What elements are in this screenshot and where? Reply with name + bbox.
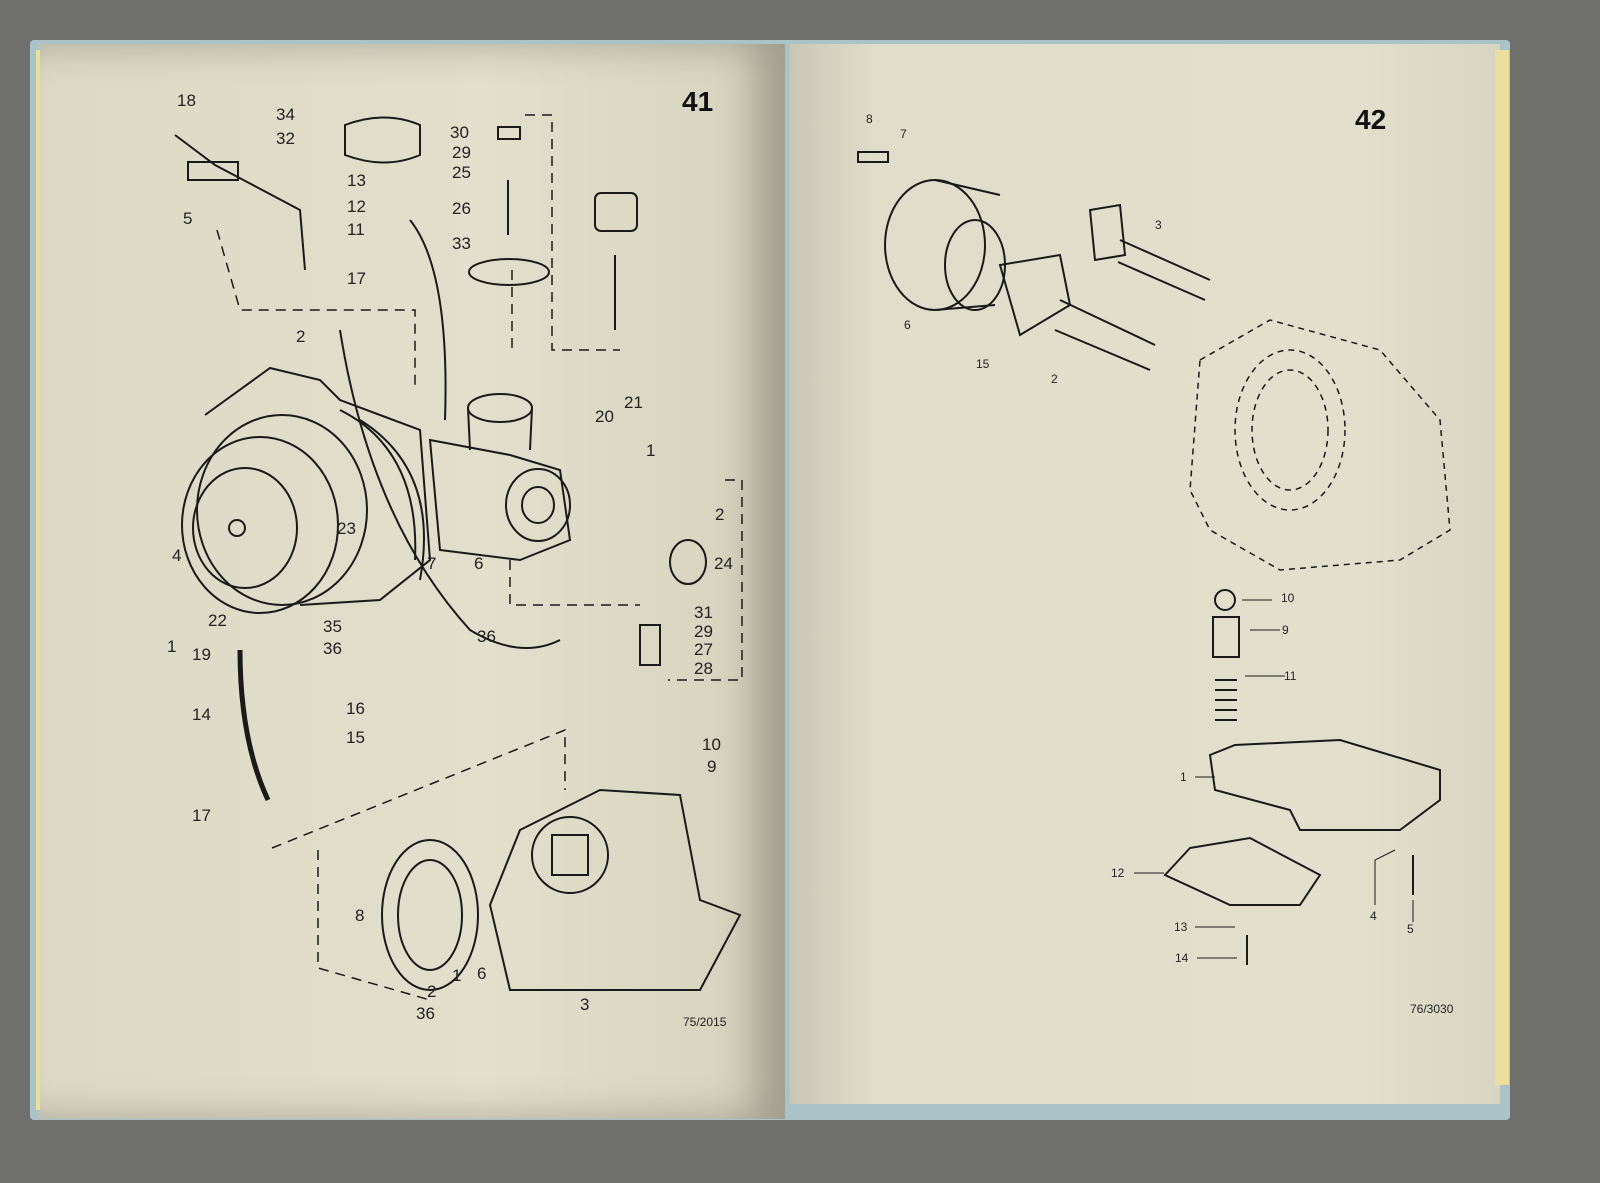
part-callout-left: 1 bbox=[167, 637, 177, 656]
part-callout-right: 6 bbox=[904, 318, 911, 332]
part-callout-left: 2 bbox=[296, 327, 306, 346]
part-callout-left: 24 bbox=[714, 554, 733, 573]
part-callout-right: 15 bbox=[976, 357, 990, 371]
part-callout-left: 36 bbox=[477, 627, 496, 646]
part-callout-right: 7 bbox=[900, 127, 907, 141]
part-callout-left: 27 bbox=[694, 640, 713, 659]
page-edge-right bbox=[1495, 50, 1509, 1085]
part-callout-right: 5 bbox=[1407, 922, 1414, 936]
part-callout-left: 32 bbox=[276, 129, 295, 148]
part-callout-left: 23 bbox=[337, 519, 356, 538]
part-callout-left: 29 bbox=[694, 622, 713, 641]
part-callout-left: 19 bbox=[192, 645, 211, 664]
right-page bbox=[790, 44, 1500, 1104]
part-callout-left: 13 bbox=[347, 171, 366, 190]
part-callout-right: 14 bbox=[1175, 951, 1189, 965]
pump-assembly-drawing bbox=[857, 151, 1211, 371]
part-callout-left: 1 bbox=[452, 966, 462, 985]
part-callout-left: 20 bbox=[595, 407, 614, 426]
dashed-leader-lines bbox=[216, 114, 743, 1001]
part-callout-right: 12 bbox=[1111, 866, 1125, 880]
part-callout-left: 14 bbox=[192, 705, 211, 724]
part-callout-left: 5 bbox=[183, 209, 193, 228]
part-callout-left: 25 bbox=[452, 163, 471, 182]
part-callout-left: 3 bbox=[580, 995, 590, 1014]
part-callout-right: 3 bbox=[1155, 218, 1162, 232]
part-callout-left: 34 bbox=[276, 105, 295, 124]
transmission-housing-phantom bbox=[1189, 319, 1451, 571]
part-callout-left: 26 bbox=[452, 199, 471, 218]
part-callout-left: 31 bbox=[694, 603, 713, 622]
valve-body-drawing bbox=[1163, 589, 1441, 965]
part-callout-right: 11 bbox=[1284, 669, 1297, 683]
part-callout-left: 28 bbox=[694, 659, 713, 678]
part-callout-right: 2 bbox=[1051, 372, 1058, 386]
part-callout-right: 13 bbox=[1174, 920, 1188, 934]
part-callout-left: 10 bbox=[702, 735, 721, 754]
part-callout-left: 9 bbox=[707, 757, 717, 776]
figure-code-left: 75/2015 bbox=[683, 1015, 727, 1029]
part-callout-left: 18 bbox=[177, 91, 196, 110]
part-callout-left: 17 bbox=[192, 806, 211, 825]
cap-and-spring-drawings bbox=[344, 116, 661, 666]
part-callout-left: 36 bbox=[323, 639, 342, 658]
part-callout-left: 22 bbox=[208, 611, 227, 630]
part-callout-left: 2 bbox=[427, 982, 437, 1001]
part-callout-left: 16 bbox=[346, 699, 365, 718]
part-callout-left: 12 bbox=[347, 197, 366, 216]
part-callout-left: 17 bbox=[347, 269, 366, 288]
part-callout-left: 7 bbox=[427, 554, 437, 573]
part-callout-left: 35 bbox=[323, 617, 342, 636]
page-number-42: 42 bbox=[1355, 104, 1387, 135]
part-callout-left: 4 bbox=[172, 546, 182, 565]
part-callout-left: 6 bbox=[474, 554, 484, 573]
governor-housing-drawing bbox=[381, 788, 742, 991]
part-callout-left: 1 bbox=[646, 441, 656, 460]
page-number-41: 41 bbox=[682, 86, 714, 117]
part-callout-right: 4 bbox=[1370, 909, 1377, 923]
part-callout-left: 29 bbox=[452, 143, 471, 162]
part-callout-right: 8 bbox=[866, 112, 873, 126]
part-callout-right: 1 bbox=[1180, 770, 1187, 784]
part-callout-left: 15 bbox=[346, 728, 365, 747]
part-callout-left: 33 bbox=[452, 234, 471, 253]
part-callout-left: 21 bbox=[624, 393, 643, 412]
dipstick-tube-drawing bbox=[174, 134, 561, 802]
figure-code-right: 76/3030 bbox=[1410, 1002, 1454, 1016]
part-callout-left: 8 bbox=[355, 906, 365, 925]
part-callout-left: 2 bbox=[715, 505, 725, 524]
part-callout-right: 10 bbox=[1281, 591, 1295, 605]
part-callout-left: 30 bbox=[450, 123, 469, 142]
part-callout-left: 11 bbox=[347, 220, 365, 239]
part-callout-right: 9 bbox=[1282, 623, 1289, 637]
part-callout-left: 36 bbox=[416, 1004, 435, 1023]
right-leader-lines bbox=[1134, 599, 1414, 959]
transmission-assembly-drawing bbox=[181, 366, 707, 614]
part-callout-left: 6 bbox=[477, 964, 487, 983]
